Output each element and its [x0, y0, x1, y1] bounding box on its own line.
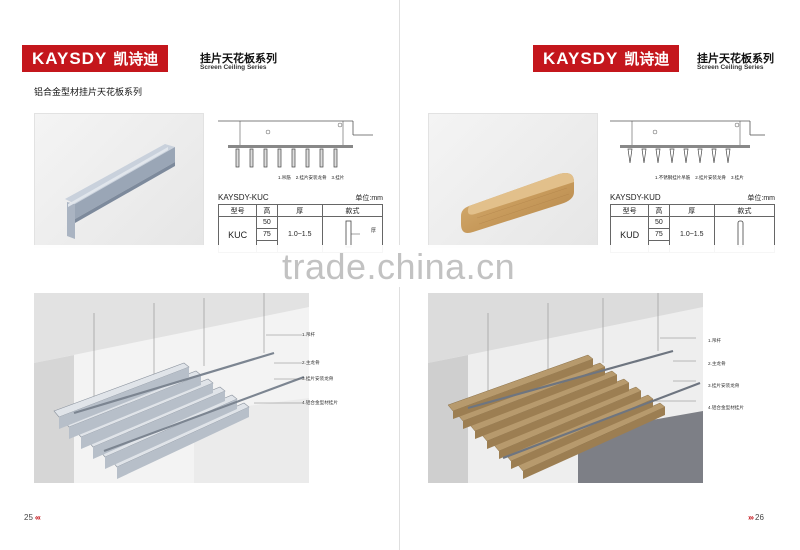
product-photo-kuc: [34, 113, 204, 248]
installation-drawing-kuc: 1.吊筋 2.挂片安装龙骨 3.挂片: [218, 113, 373, 193]
watermark-text: trade.china.cn: [282, 246, 516, 287]
brand-name-cn: 凯诗迪: [624, 51, 670, 68]
watermark-band: [0, 245, 800, 287]
installation-render-kud: [428, 293, 703, 483]
series-title: 挂片天花板系列: [697, 53, 774, 65]
spec-table-kud: KAYSDY-KUD 单位:mm 型号 高 厚 款式 KUD 50 1.0~1.…: [609, 193, 775, 253]
brand-name: KAYSDY: [543, 48, 619, 68]
series-subtitle: Screen Ceiling Series: [200, 64, 267, 71]
product-photo-kud: [428, 113, 598, 248]
chevron-right-icon: ›››: [748, 513, 754, 522]
section-title: 铝合金型材挂片天花板系列: [34, 87, 143, 97]
brand-logo: KAYSDY 凯诗迪: [22, 45, 169, 72]
unit-label: 单位:mm: [355, 195, 383, 202]
ceiling-slats: [447, 354, 666, 479]
installation-drawing-kud: 1.不锈钢挂片吊筋 2.挂片安装龙骨 3.挂片: [610, 113, 765, 193]
page-number-right: ››› 26: [748, 513, 764, 522]
model-label: KAYSDY-KUD: [610, 193, 661, 202]
woodgrain-profile-image: [461, 173, 574, 233]
chevron-left-icon: ‹‹‹: [34, 513, 41, 522]
series-title: 挂片天花板系列: [200, 53, 277, 65]
unit-label: 单位:mm: [747, 195, 775, 202]
aluminium-profile-image: [65, 144, 175, 239]
drawing-legend: 1.不锈钢挂片吊筋 2.挂片安装龙骨 3.挂片: [655, 175, 744, 180]
spec-table-kuc: KAYSDY-KUC 单位:mm 型号 高 厚 款式 KUC 50 1.0~1.…: [217, 193, 383, 253]
brand-name-cn: 凯诗迪: [113, 51, 159, 68]
series-subtitle: Screen Ceiling Series: [697, 64, 764, 71]
brand-name: KAYSDY: [32, 48, 108, 68]
brand-logo: KAYSDY 凯诗迪: [533, 45, 680, 72]
installation-render-kuc: [34, 293, 309, 483]
model-label: KAYSDY-KUC: [218, 193, 269, 202]
page-number-left: 25 ‹‹‹: [24, 513, 41, 522]
drawing-legend: 1.吊筋 2.挂片安装龙骨 3.挂片: [278, 175, 345, 180]
